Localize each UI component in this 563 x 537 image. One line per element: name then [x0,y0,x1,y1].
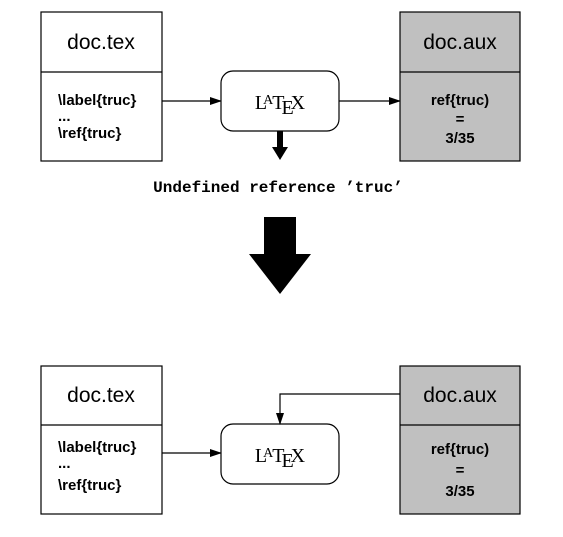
bottom-aux-line-ref: ref{truc) [431,441,489,458]
bottom-tex-line-ref: \ref{truc} [58,477,122,494]
bottom-arrow-aux-to-latex [276,393,400,425]
bottom-aux-line-equals: = [456,462,465,479]
top-aux-line-ref: ref{truc) [431,92,489,109]
bottom-aux-line-value: 3/35 [445,483,474,500]
top-aux-title: doc.aux [423,31,497,54]
big-down-arrow [249,217,311,294]
bottom-tex-line-ellipsis: ... [58,455,71,472]
bottom-latex-box: LATEX [220,423,340,485]
bottom-aux-box: doc.aux ref{truc) = 3/35 [399,365,521,515]
bottom-latex-logo: LATEX [255,445,306,472]
bottom-section: doc.tex \label{truc} ... \ref{truc} LATE… [40,365,521,515]
top-tex-title: doc.tex [67,31,135,54]
top-latex-box: LATEX [220,70,340,132]
top-tex-box: doc.tex \label{truc} ... \ref{truc} [40,11,163,162]
top-tex-line-label: \label{truc} [58,92,137,109]
top-section: doc.tex \label{truc} ... \ref{truc} LATE… [40,11,521,197]
top-aux-line-value: 3/35 [445,130,474,147]
top-tex-line-ellipsis: ... [58,108,71,125]
top-tex-line-ref: \ref{truc} [58,125,122,142]
top-aux-box: doc.aux ref{truc) = 3/35 [399,11,521,162]
bottom-tex-box: doc.tex \label{truc} ... \ref{truc} [40,365,163,515]
top-small-down-arrow [272,131,288,160]
bottom-tex-line-label: \label{truc} [58,439,137,456]
top-aux-line-equals: = [456,111,465,128]
bottom-aux-title: doc.aux [423,384,497,407]
undefined-reference-warning: Undefined reference ’truc’ [153,179,403,197]
bottom-tex-title: doc.tex [67,384,135,407]
top-latex-logo: LATEX [255,92,306,119]
